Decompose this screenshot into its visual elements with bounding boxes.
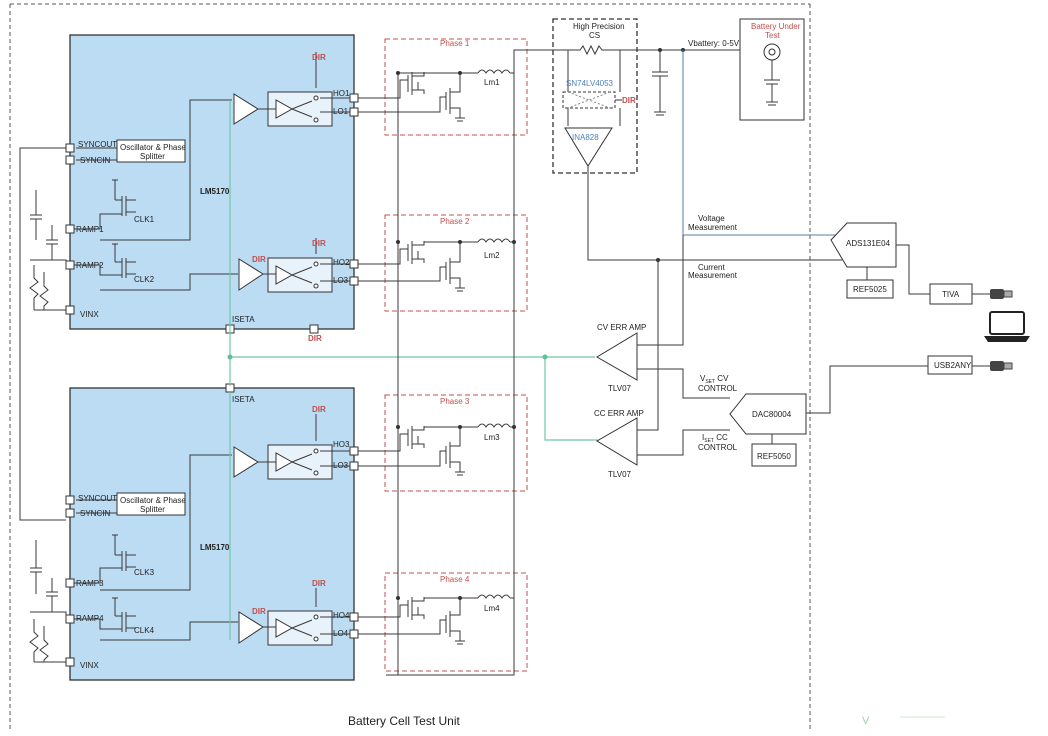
phase-4: Phase 4 Lm4: [384, 572, 528, 672]
test-unit-border: [9, 3, 811, 730]
phase-3: Phase 3 Lm3: [384, 394, 528, 492]
vset-label-2: CONTROL: [698, 384, 738, 393]
phase-2-label: Phase 2: [440, 217, 470, 226]
dir-2b-label: DIR: [312, 579, 326, 588]
ina-label: INA828: [572, 133, 599, 142]
ho4-label: HO4: [333, 611, 350, 620]
corner-mark: V: [862, 715, 870, 727]
phase-2: Phase 2 Lm2: [384, 214, 528, 312]
usb2any-label: USB2ANY: [934, 361, 972, 370]
syncout-2-label: SYNCOUT: [78, 494, 117, 503]
usb-plug-icon: [990, 289, 1013, 299]
current-meas-1: Current: [698, 263, 725, 272]
clk1-label: CLK1: [134, 215, 155, 224]
ho2-label: HO2: [333, 258, 350, 267]
vinx-1-label: VINX: [80, 310, 99, 319]
vbattery-label: Vbattery: 0-5V: [688, 39, 740, 48]
test-unit-title: Battery Cell Test Unit: [348, 714, 460, 728]
left-rc-networks: [29, 190, 67, 663]
oscillator-2-label-2: Splitter: [140, 505, 165, 514]
dac-ref-label: REF5050: [757, 452, 791, 461]
iseta-net: [229, 100, 598, 640]
adc-block: ADS131E04 REF5025: [830, 222, 930, 299]
cv-amp-title: CV ERR AMP: [597, 323, 646, 332]
syncout-1-label: SYNCOUT: [78, 140, 117, 149]
phase-3-label: Phase 3: [440, 397, 470, 406]
cc-feedback-line: [637, 260, 659, 431]
syncin-2-label: SYNCIN: [80, 509, 110, 518]
voltage-meas-1: Voltage: [698, 214, 725, 223]
iseta-2-label: ISETA: [232, 395, 255, 404]
cv-feedback-line: [637, 235, 684, 346]
phase-1: Phase 1 Lm1: [384, 38, 528, 136]
cc-amp-title: CC ERR AMP: [594, 409, 644, 418]
iseta-1-label: ISETA: [232, 315, 255, 324]
cv-error-amp: CV ERR AMP TLV07: [596, 323, 730, 399]
controller-1-chip-label: LM5170: [200, 187, 230, 196]
oscillator-1-label-1: Oscillator & Phase: [120, 143, 186, 152]
controller-1: LM5170 Oscillator & Phase Splitter SYNCO…: [65, 34, 359, 343]
usb2any-box: [927, 355, 973, 375]
dir-2a-label: DIR: [312, 405, 326, 414]
driver-1a: [233, 93, 259, 125]
oscillator-2: [116, 492, 186, 516]
sense-title-2: CS: [589, 31, 600, 40]
sense-title-1: High Precision: [573, 22, 625, 31]
switch-label: SN74LV4053: [566, 79, 614, 88]
tiva-label: TIVA: [942, 290, 960, 299]
syncin-1-label: SYNCIN: [80, 156, 110, 165]
controller-2-chip-label: LM5170: [200, 543, 230, 552]
clk3-label: CLK3: [134, 568, 155, 577]
adc-label: ADS131E04: [846, 239, 891, 248]
dac-label: DAC80004: [752, 410, 792, 419]
lm3-label: Lm3: [484, 433, 500, 442]
driver-2b: [238, 611, 264, 644]
battery-label-1: Battery Under: [751, 22, 801, 31]
usb-plug-icon-2: [990, 361, 1013, 371]
sync-loop: [19, 147, 66, 521]
cv-amp-part: TLV07: [608, 384, 632, 393]
battery-under-test: Battery Under Test: [739, 18, 805, 121]
vinx-2-label: VINX: [80, 661, 99, 670]
clk4-label: CLK4: [134, 626, 155, 635]
sense-dir-label: DIR: [622, 96, 636, 105]
oscillator-1-label-2: Splitter: [140, 152, 165, 161]
adc-ref-label: REF5025: [853, 285, 887, 294]
driver-1b: [238, 258, 264, 291]
clk2-label: CLK2: [134, 275, 155, 284]
lm4-label: Lm4: [484, 604, 500, 613]
dir-1d-label: DIR: [308, 334, 322, 343]
cc-error-amp: CC ERR AMP TLV07: [594, 409, 730, 479]
dir-2c-label: DIR: [252, 607, 266, 616]
controller-2: LM5170 Oscillator & Phase Splitter SYNCO…: [65, 383, 359, 681]
oscillator-1: [116, 139, 186, 163]
oscillator-2-label-1: Oscillator & Phase: [120, 496, 186, 505]
laptop-icon: [984, 311, 1030, 342]
current-meas-2: Measurement: [688, 271, 738, 280]
phase-4-label: Phase 4: [440, 575, 470, 584]
driver-2a: [233, 446, 259, 478]
dir-1c-label: DIR: [252, 255, 266, 264]
dir-1a-label: DIR: [312, 53, 326, 62]
vset-label: VSET CV: [700, 374, 729, 385]
lm2-label: Lm2: [484, 251, 500, 260]
iset-label-2: CONTROL: [698, 443, 738, 452]
lm1-label: Lm1: [484, 78, 500, 87]
dac-block: DAC80004 REF5050: [729, 365, 928, 467]
ho1-label: HO1: [333, 89, 350, 98]
battery-label-2: Test: [765, 31, 780, 40]
phase-1-label: Phase 1: [440, 39, 470, 48]
iset-label: ISET CC: [702, 433, 728, 444]
ho3-label: HO3: [333, 440, 350, 449]
voltage-meas-2: Measurement: [688, 223, 738, 232]
cc-amp-part: TLV07: [608, 470, 632, 479]
current-sense-block: High Precision CS SN74LV4053 DIR INA828: [552, 18, 842, 261]
ina-amp: [564, 127, 613, 167]
dir-1b-label: DIR: [312, 239, 326, 248]
